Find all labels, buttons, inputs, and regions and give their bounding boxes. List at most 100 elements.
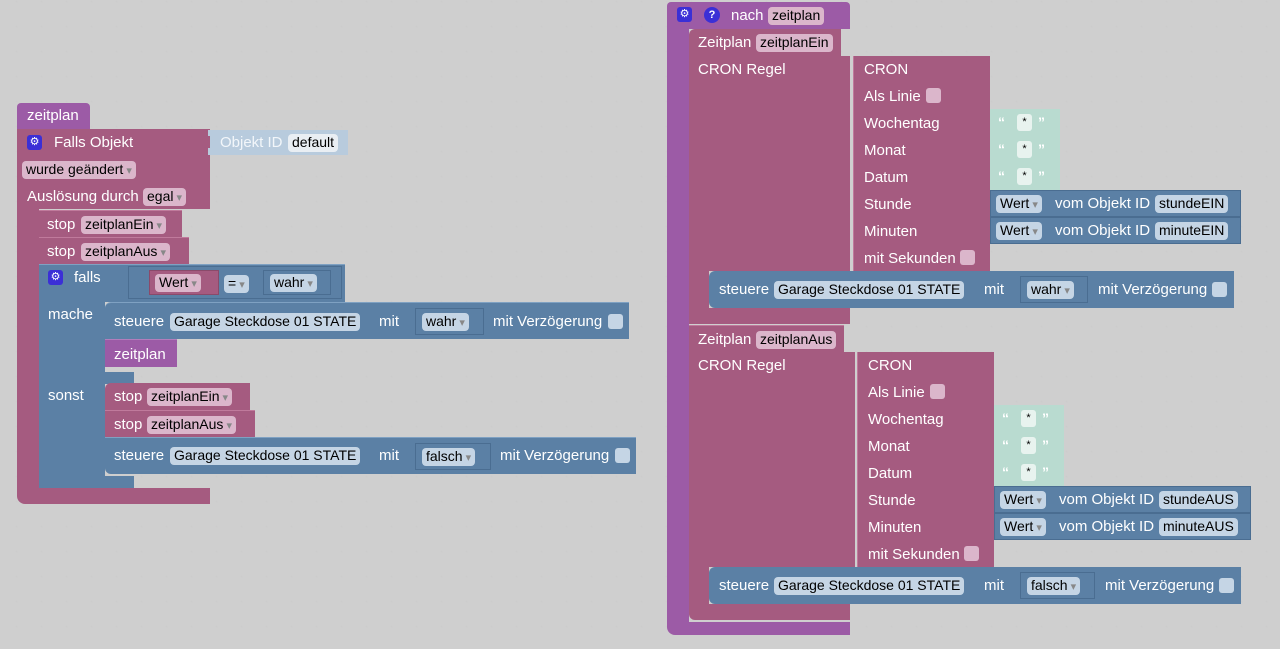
as-line-checkbox[interactable] bbox=[926, 88, 941, 103]
cron-block[interactable]: CRON Als Linie Wochentag Monat Datum Stu… bbox=[857, 352, 994, 567]
bool-block[interactable]: wahr bbox=[263, 270, 331, 295]
function-block-bottom bbox=[667, 622, 850, 635]
bool-block[interactable]: wahr bbox=[1020, 276, 1088, 303]
gear-icon[interactable]: ⚙ bbox=[27, 135, 42, 150]
with-seconds-checkbox[interactable] bbox=[960, 250, 975, 265]
bool-block[interactable]: wahr bbox=[415, 308, 484, 335]
with-seconds-checkbox[interactable] bbox=[964, 546, 979, 561]
if-block-bottom bbox=[39, 476, 134, 488]
object-id-field[interactable]: stundeAUS bbox=[1159, 491, 1238, 509]
text-field[interactable]: * bbox=[1021, 464, 1036, 481]
stop-block[interactable]: stop zeitplanEin bbox=[39, 210, 182, 237]
schedule-block[interactable]: Zeitplan zeitplanAus bbox=[689, 325, 844, 352]
object-id-field[interactable]: minuteEIN bbox=[1155, 222, 1229, 240]
text-field[interactable]: * bbox=[1017, 141, 1032, 158]
operator-dropdown[interactable]: = bbox=[224, 275, 249, 293]
delay-checkbox[interactable] bbox=[608, 314, 623, 329]
compare-block[interactable]: Wert = wahr bbox=[128, 266, 342, 299]
control-label: steuere bbox=[719, 281, 770, 298]
month-label: Monat bbox=[868, 438, 910, 455]
quote-close-icon: ” bbox=[1038, 114, 1045, 130]
object-id-field[interactable]: minuteAUS bbox=[1159, 518, 1238, 536]
function-block[interactable]: ⚙ ? nach zeitplan bbox=[667, 2, 850, 29]
bool-block[interactable]: falsch bbox=[1020, 572, 1095, 599]
stop-label: stop bbox=[114, 388, 143, 405]
stop-dropdown[interactable]: zeitplanAus bbox=[81, 243, 170, 261]
hour-label: Stunde bbox=[864, 196, 912, 213]
with-seconds-label: mit Sekunden bbox=[864, 250, 956, 267]
control-object[interactable]: Garage Steckdose 01 STATE bbox=[774, 281, 965, 299]
get-value-block[interactable]: Wert bbox=[149, 270, 219, 295]
call-label: zeitplan bbox=[114, 346, 166, 363]
object-id-block[interactable]: Objekt ID default bbox=[208, 130, 348, 155]
value-mode-dropdown[interactable]: Wert bbox=[996, 222, 1042, 240]
call-zeitplan-block[interactable]: zeitplan bbox=[17, 103, 90, 129]
bool-dropdown[interactable]: wahr bbox=[1027, 281, 1074, 299]
value-mode-dropdown[interactable]: Wert bbox=[1000, 518, 1046, 536]
object-value-block[interactable]: Wert vom Objekt ID stundeAUS bbox=[994, 486, 1251, 513]
bool-dropdown[interactable]: wahr bbox=[422, 313, 469, 331]
if-block-spine bbox=[39, 302, 105, 488]
control-block[interactable]: steuere Garage Steckdose 01 STATE mit wa… bbox=[709, 271, 1234, 308]
object-value-block[interactable]: Wert vom Objekt ID minuteAUS bbox=[994, 513, 1251, 540]
schedule-block[interactable]: Zeitplan zeitplanEin bbox=[689, 29, 841, 56]
delay-checkbox[interactable] bbox=[615, 448, 630, 463]
bool-dropdown[interactable]: wahr bbox=[270, 274, 317, 292]
stop-dropdown[interactable]: zeitplanAus bbox=[147, 416, 236, 434]
as-line-checkbox[interactable] bbox=[930, 384, 945, 399]
control-object[interactable]: Garage Steckdose 01 STATE bbox=[774, 577, 965, 595]
delay-checkbox[interactable] bbox=[1219, 578, 1234, 593]
object-id-field[interactable]: stundeEIN bbox=[1155, 195, 1229, 213]
stop-block[interactable]: stop zeitplanAus bbox=[105, 410, 255, 437]
bool-block[interactable]: falsch bbox=[415, 443, 491, 470]
stop-label: stop bbox=[114, 416, 143, 433]
else-label: sonst bbox=[48, 387, 84, 404]
trigger-dropdown[interactable]: egal bbox=[143, 188, 187, 206]
control-block[interactable]: steuere Garage Steckdose 01 STATE mit fa… bbox=[709, 567, 1241, 604]
function-name-field[interactable]: zeitplan bbox=[768, 7, 825, 25]
cron-block[interactable]: CRON Als Linie Wochentag Monat Datum Stu… bbox=[853, 56, 990, 271]
gear-icon[interactable]: ⚙ bbox=[48, 270, 63, 285]
gear-icon[interactable]: ⚙ bbox=[677, 7, 692, 22]
schedule-bottom bbox=[689, 308, 850, 324]
object-id-label: Objekt ID bbox=[220, 134, 283, 151]
month-label: Monat bbox=[864, 142, 906, 159]
condition-dropdown[interactable]: wurde geändert bbox=[22, 161, 136, 179]
date-label: Datum bbox=[864, 169, 909, 186]
schedule-spine bbox=[689, 271, 709, 316]
text-field[interactable]: * bbox=[1017, 168, 1032, 185]
schedule-name-field[interactable]: zeitplanEin bbox=[756, 34, 833, 52]
object-id-value[interactable]: default bbox=[288, 134, 339, 152]
delay-checkbox[interactable] bbox=[1212, 282, 1227, 297]
bool-dropdown[interactable]: falsch bbox=[422, 448, 476, 466]
value-mode-dropdown[interactable]: Wert bbox=[1000, 491, 1046, 509]
as-line-label: Als Linie bbox=[864, 88, 921, 105]
object-value-block[interactable]: Wert vom Objekt ID stundeEIN bbox=[990, 190, 1241, 217]
stop-block[interactable]: stop zeitplanAus bbox=[39, 237, 189, 264]
quote-close-icon: ” bbox=[1038, 168, 1045, 184]
help-icon[interactable]: ? bbox=[704, 7, 720, 23]
text-field[interactable]: * bbox=[1017, 114, 1032, 131]
stop-dropdown[interactable]: zeitplanEin bbox=[81, 216, 167, 234]
bool-dropdown[interactable]: falsch bbox=[1027, 577, 1081, 595]
control-block[interactable]: steuere Garage Steckdose 01 STATE mit fa… bbox=[105, 437, 636, 474]
quote-open-icon: “ bbox=[1002, 437, 1009, 453]
call-zeitplan-block[interactable]: zeitplan bbox=[105, 339, 177, 367]
text-field[interactable]: * bbox=[1021, 437, 1036, 454]
weekday-label: Wochentag bbox=[868, 411, 944, 428]
control-block[interactable]: steuere Garage Steckdose 01 STATE mit wa… bbox=[105, 302, 629, 339]
stop-dropdown[interactable]: zeitplanEin bbox=[147, 388, 233, 406]
object-value-block[interactable]: Wert vom Objekt ID minuteEIN bbox=[990, 217, 1241, 244]
text-field[interactable]: * bbox=[1021, 410, 1036, 427]
quote-open-icon: “ bbox=[998, 114, 1005, 130]
with-label: mit bbox=[984, 577, 1004, 594]
value-mode-dropdown[interactable]: Wert bbox=[996, 195, 1042, 213]
schedule-block-body: CRON Regel bbox=[689, 352, 855, 567]
control-object[interactable]: Garage Steckdose 01 STATE bbox=[170, 313, 361, 331]
on-change-block-bottom bbox=[17, 488, 210, 504]
control-object[interactable]: Garage Steckdose 01 STATE bbox=[170, 447, 361, 465]
schedule-name-field[interactable]: zeitplanAus bbox=[756, 331, 837, 349]
cron-title: CRON bbox=[868, 357, 913, 374]
stop-block[interactable]: stop zeitplanEin bbox=[105, 383, 250, 410]
value-mode-dropdown[interactable]: Wert bbox=[155, 274, 201, 292]
